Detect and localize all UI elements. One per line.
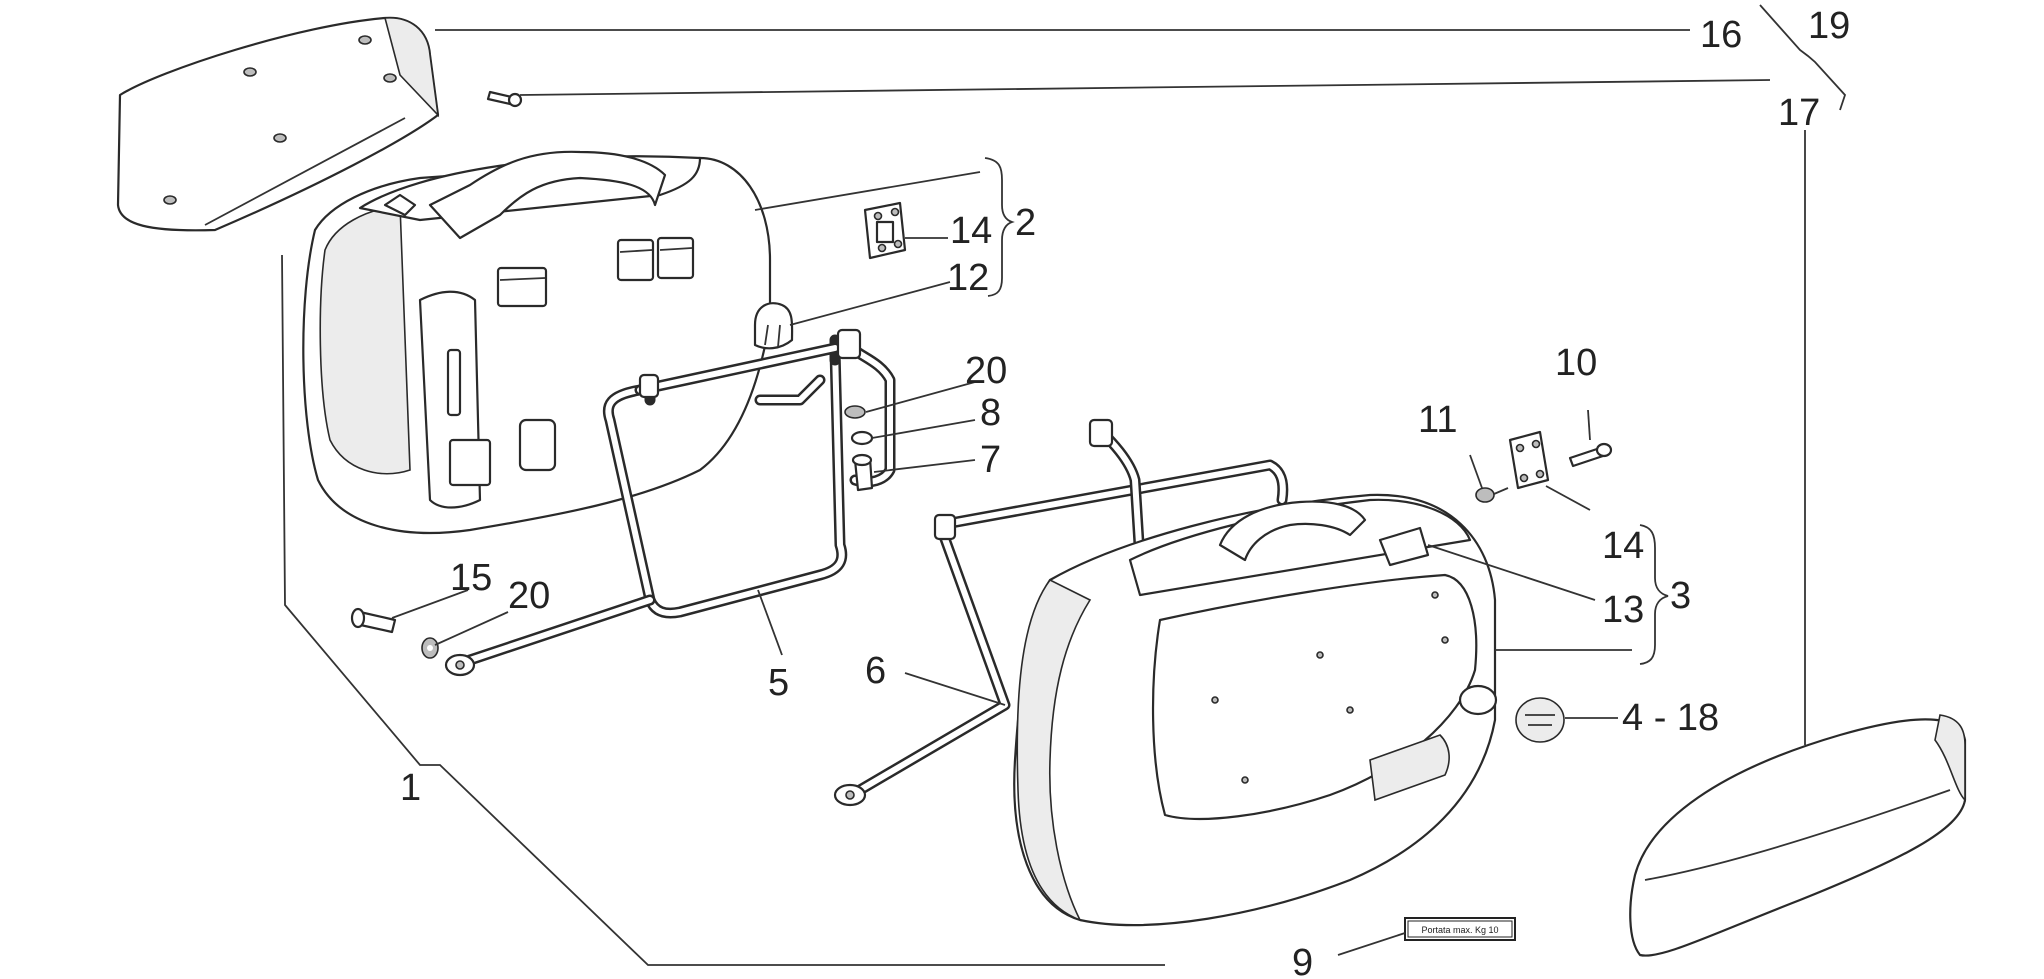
callout-20-top: 20 — [965, 350, 1007, 392]
inner-pad-16 — [116, 16, 440, 232]
callout-3: 3 — [1670, 575, 1691, 617]
hardware-11-14-10 — [1475, 430, 1613, 503]
callout-8: 8 — [980, 392, 1001, 434]
callout-6: 6 — [865, 650, 886, 692]
callout-4-18: 4 - 18 — [1622, 697, 1719, 739]
hardware-15-20 — [350, 607, 439, 659]
callout-16: 16 — [1700, 14, 1742, 56]
callout-7: 7 — [980, 439, 1001, 481]
callout-1: 1 — [400, 767, 421, 809]
round-badge-4-18 — [1515, 697, 1565, 743]
left-case-2 — [302, 150, 772, 535]
label-plate-9: Portata max. Kg 10 — [1404, 917, 1516, 941]
right-case-3 — [1013, 493, 1498, 927]
callout-2: 2 — [1015, 202, 1036, 244]
callout-10: 10 — [1555, 342, 1597, 384]
callout-5: 5 — [768, 662, 789, 704]
callout-14-right: 14 — [1602, 525, 1644, 567]
label-plate-text: Portata max. Kg 10 — [1421, 925, 1498, 935]
bracket-14-top — [863, 201, 907, 260]
callout-19: 19 — [1808, 5, 1850, 47]
callout-labels: 1 2 3 4 - 18 5 6 7 8 9 10 11 12 13 14 14… — [400, 5, 1850, 979]
screw-17 — [486, 90, 523, 108]
leader-lines — [281, 4, 1847, 966]
inner-pad-17 — [1629, 714, 1967, 957]
callout-20-left: 20 — [508, 575, 550, 617]
callout-17: 17 — [1778, 92, 1820, 134]
rubber-cap-12 — [753, 302, 794, 350]
callout-14-top: 14 — [950, 210, 992, 252]
frame-6 — [833, 418, 1289, 807]
hardware-20-8-7 — [844, 405, 874, 492]
callout-11: 11 — [1418, 399, 1457, 441]
callout-9: 9 — [1292, 942, 1313, 979]
callout-12: 12 — [947, 257, 989, 299]
callout-15: 15 — [450, 557, 492, 599]
callout-13: 13 — [1602, 589, 1644, 631]
